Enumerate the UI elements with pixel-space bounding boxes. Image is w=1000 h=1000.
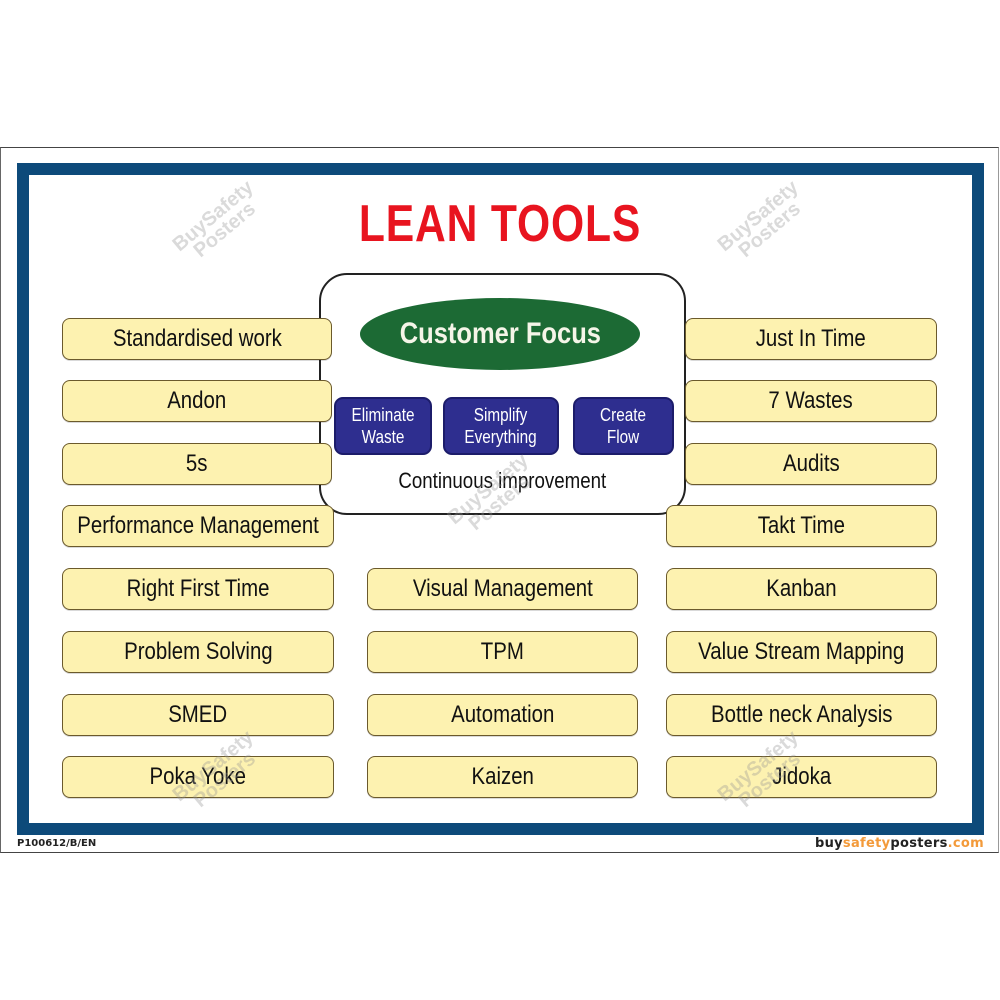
principle-label: Create Flow xyxy=(600,405,647,447)
tool-visual-management: Visual Management xyxy=(367,568,638,610)
tool-label: Standardised work xyxy=(112,325,282,352)
customer-focus-label: Customer Focus xyxy=(399,317,601,350)
tool-label: Takt Time xyxy=(757,512,846,539)
tool-label: Kaizen xyxy=(471,763,534,790)
tool-label: Performance Management xyxy=(77,512,319,539)
tool-automation: Automation xyxy=(367,694,638,736)
tool-label: Value Stream Mapping xyxy=(698,638,905,665)
continuous-improvement-label: Continuous improvement xyxy=(319,468,686,494)
tool-bottle-neck-analysis: Bottle neck Analysis xyxy=(666,694,937,736)
tool-label: Kanban xyxy=(766,575,837,602)
tool-poka-yoke: Poka Yoke xyxy=(62,756,334,798)
tool-label: Right First Time xyxy=(126,575,270,602)
tool-tpm: TPM xyxy=(367,631,638,673)
brand-part: buy xyxy=(814,836,843,851)
brand-part-accent: safety xyxy=(842,836,891,851)
tool-smed: SMED xyxy=(62,694,334,736)
customer-focus-ellipse: Customer Focus xyxy=(360,298,640,370)
brand-url: buysafetyposters.com xyxy=(815,836,984,851)
tool-7-wastes: 7 Wastes xyxy=(685,380,937,422)
tool-label: Just In Time xyxy=(756,325,866,352)
brand-part-accent: .com xyxy=(947,836,984,851)
tool-label: SMED xyxy=(168,701,228,728)
tool-performance-management: Performance Management xyxy=(62,505,334,547)
tool-label: Poka Yoke xyxy=(149,763,247,790)
tool-label: Jidoka xyxy=(772,763,831,790)
principle-eliminate-waste: Eliminate Waste xyxy=(334,397,432,455)
product-code: P100612/B/EN xyxy=(17,838,97,849)
tool-right-first-time: Right First Time xyxy=(62,568,334,610)
tool-5s: 5s xyxy=(62,443,332,485)
principle-simplify-everything: Simplify Everything xyxy=(443,397,559,455)
tool-jidoka: Jidoka xyxy=(666,756,937,798)
tool-takt-time: Takt Time xyxy=(666,505,937,547)
poster-title: LEAN TOOLS xyxy=(358,195,642,253)
tool-label: 7 Wastes xyxy=(768,387,854,414)
principle-label: Eliminate Waste xyxy=(351,405,415,447)
tool-kanban: Kanban xyxy=(666,568,937,610)
tool-label: 5s xyxy=(186,450,208,477)
tool-kaizen: Kaizen xyxy=(367,756,638,798)
tool-just-in-time: Just In Time xyxy=(685,318,937,360)
tool-label: TPM xyxy=(480,638,525,665)
principle-label: Simplify Everything xyxy=(464,405,538,447)
tool-label: Automation xyxy=(450,701,555,728)
tool-label: Audits xyxy=(782,450,840,477)
tool-label: Bottle neck Analysis xyxy=(710,701,893,728)
brand-part: posters xyxy=(890,836,948,851)
tool-value-stream-mapping: Value Stream Mapping xyxy=(666,631,937,673)
tool-label: Visual Management xyxy=(412,575,593,602)
tool-problem-solving: Problem Solving xyxy=(62,631,334,673)
tool-audits: Audits xyxy=(685,443,937,485)
tool-standardised-work: Standardised work xyxy=(62,318,332,360)
tool-andon: Andon xyxy=(62,380,332,422)
principle-create-flow: Create Flow xyxy=(573,397,674,455)
continuous-improvement-text: Continuous improvement xyxy=(398,468,607,493)
tool-label: Andon xyxy=(167,387,227,414)
tool-label: Problem Solving xyxy=(123,638,273,665)
